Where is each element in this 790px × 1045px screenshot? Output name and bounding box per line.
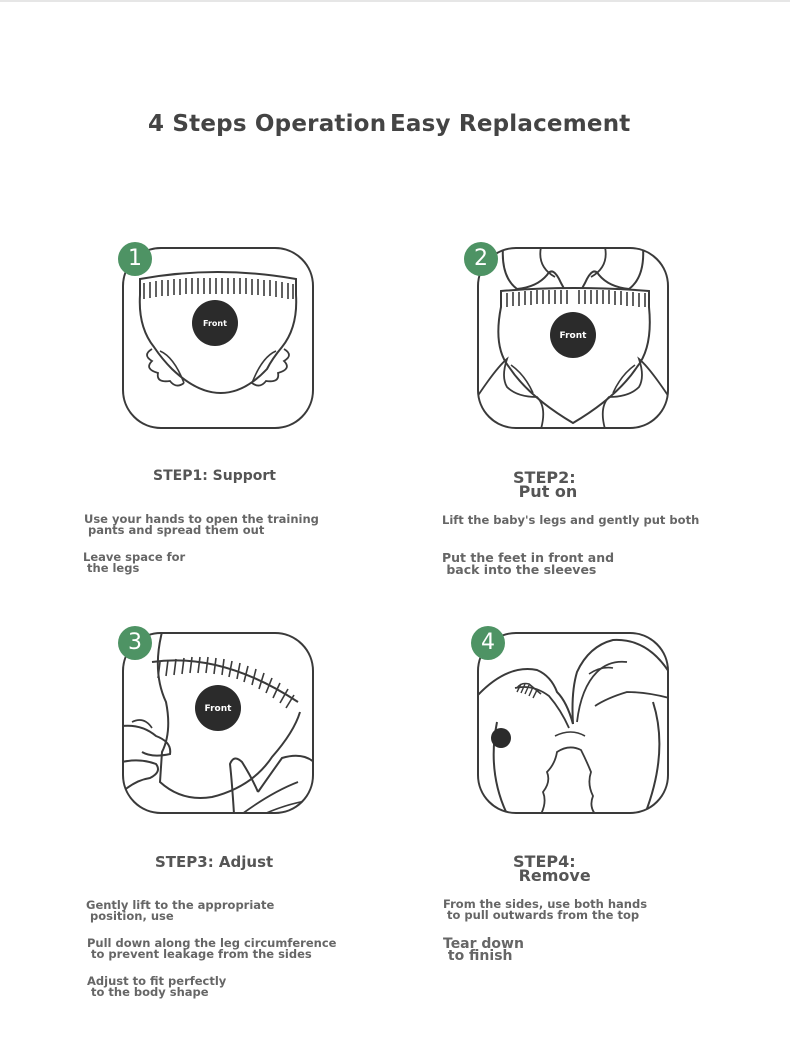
front-label: Front: [560, 331, 588, 341]
step3-illustration: Front: [122, 632, 314, 814]
step3-desc-2: Pull down along the leg circumference to…: [87, 936, 337, 961]
step2-illustration: Front: [477, 247, 669, 429]
step2-desc-1: Lift the baby's legs and gently put both: [442, 513, 700, 527]
step1-desc-2: Leave space for the legs: [83, 550, 186, 575]
page-title-replacement: Easy Replacement: [390, 111, 631, 137]
step4-desc-1: From the sides, use both hands to pull o…: [443, 897, 648, 922]
step4-desc-2: Tear down to finish: [443, 936, 524, 964]
front-label: Front: [203, 319, 227, 328]
page-title-steps: 4 Steps Operation: [148, 111, 387, 137]
step3-desc-3: Adjust to fit perfectly to the body shap…: [87, 974, 227, 999]
step1-title: STEP1: Support: [153, 468, 276, 484]
step4-number-badge: 4: [471, 626, 505, 660]
step3-title: STEP3: Adjust: [155, 853, 274, 871]
step1-illustration: Front: [122, 247, 314, 429]
step2-number-badge: 2: [464, 242, 498, 276]
top-divider: [0, 0, 790, 2]
step4-illustration: [477, 632, 669, 814]
step3-desc-1: Gently lift to the appropriate position,…: [86, 898, 275, 923]
step4-title: STEP4: Remove: [513, 852, 591, 885]
step2-title: STEP2: Put on: [513, 468, 578, 501]
step1-number-badge: 1: [118, 242, 152, 276]
step2-desc-2: Put the feet in front and back into the …: [442, 550, 615, 577]
step3-number-badge: 3: [118, 626, 152, 660]
front-circle: [192, 300, 238, 346]
step1-desc-1: Use your hands to open the training pant…: [84, 512, 319, 537]
front-label: Front: [205, 704, 233, 714]
